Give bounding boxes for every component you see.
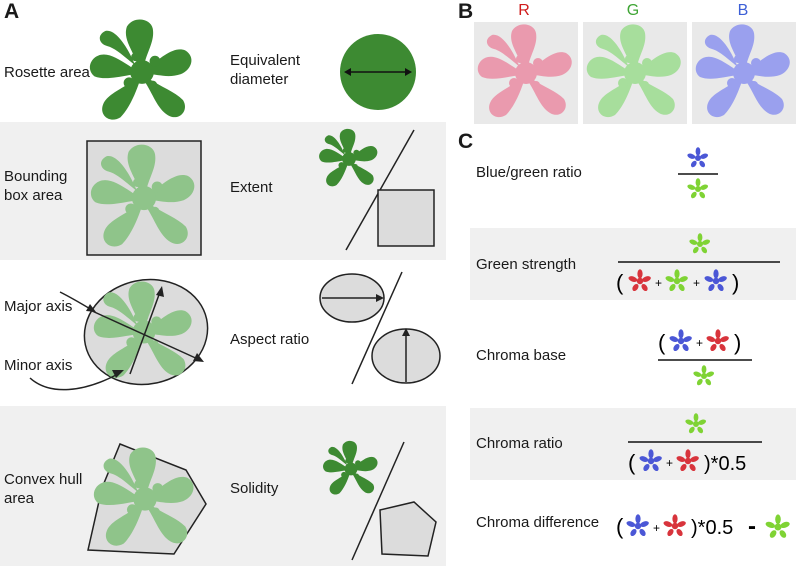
chroma-ratio-close-suffix: )*0.5: [704, 453, 746, 475]
chroma-difference-minus: -: [748, 513, 756, 540]
minor-axis-label: Minor axis: [4, 357, 73, 374]
aspect-ratio-diagram: [319, 271, 441, 385]
green-strength-label: Green strength: [476, 256, 577, 273]
green-strength-plus-2: +: [693, 276, 700, 290]
panel-c-letter: C: [458, 130, 474, 153]
chroma-difference-suffix: )*0.5: [691, 517, 733, 539]
major-axis-label: Major axis: [4, 298, 73, 315]
convex-hull-shape: [87, 443, 207, 555]
blue-green-ratio-formula: [678, 147, 718, 200]
panel-b-letter: B: [458, 0, 474, 23]
green-strength-plus-1: +: [655, 276, 662, 290]
chroma-ratio-plus: +: [666, 456, 673, 470]
channel-g-label: G: [626, 2, 640, 19]
chroma-base-label: Chroma base: [476, 347, 567, 364]
chroma-ratio-open-paren: (: [628, 450, 636, 475]
bounding-box-shape: [86, 140, 202, 256]
chroma-base-plus: +: [696, 336, 703, 350]
green-strength-close-paren: ): [732, 270, 739, 295]
chroma-base-open-paren: (: [658, 330, 666, 355]
row-band-chroma-ratio: [470, 408, 796, 480]
equivalent-diameter-label: Equivalent diameter: [230, 52, 301, 88]
channel-b-tile: [692, 22, 796, 124]
bounding-box-area-label: Bounding box area: [4, 168, 68, 204]
blue-green-ratio-label: Blue/green ratio: [476, 164, 582, 181]
convex-hull-area-label: Convex hull area: [4, 471, 83, 507]
aspect-ellipse-diagram: [29, 278, 209, 391]
chroma-difference-formula: ( + )*0.5 -: [616, 513, 791, 540]
extent-label: Extent: [230, 179, 273, 196]
green-strength-open-paren: (: [616, 270, 624, 295]
chroma-difference-open-paren: (: [616, 514, 624, 539]
chroma-ratio-formula: ( + )*0.5: [628, 413, 762, 475]
rosette-area-plant: [89, 19, 192, 120]
panel-a-letter: A: [4, 0, 20, 23]
equivalent-diameter-shape: [340, 34, 416, 110]
extent-ratio: [319, 128, 435, 251]
chroma-base-close-paren: ): [734, 330, 741, 355]
chroma-base-formula: ( + ): [658, 329, 752, 387]
aspect-ratio-label: Aspect ratio: [230, 331, 310, 348]
chroma-difference-plus: +: [653, 521, 660, 535]
solidity-label: Solidity: [230, 480, 279, 497]
chroma-difference-label: Chroma difference: [476, 514, 600, 531]
channel-g-tile: [583, 22, 687, 124]
green-strength-formula: ( + + ): [616, 233, 780, 295]
channel-r-tile: [474, 22, 578, 124]
chroma-ratio-label: Chroma ratio: [476, 435, 563, 452]
channel-b-label: B: [737, 2, 749, 19]
rosette-area-label: Rosette area: [4, 64, 90, 81]
channel-r-label: R: [518, 2, 530, 19]
row-band-bounding-box: [0, 122, 446, 260]
solidity-ratio: [323, 440, 437, 561]
